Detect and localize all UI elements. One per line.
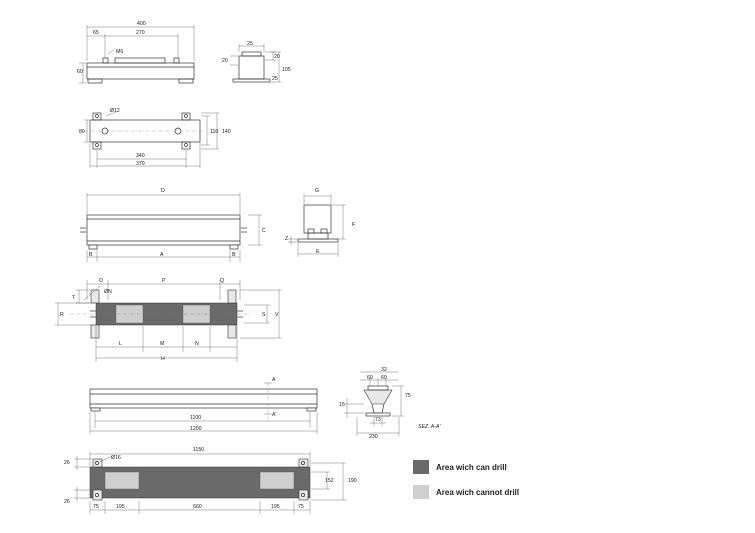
dim-N: N <box>195 341 199 347</box>
dim-75-left: 75 <box>93 504 99 510</box>
dim-L: L <box>119 341 122 347</box>
dim-60: 60 <box>77 69 83 75</box>
dim-O: O <box>99 278 103 284</box>
dim-N-diameter: ØN <box>104 289 112 295</box>
dim-C: C <box>262 228 266 234</box>
legend-label-can-drill: Area wich can drill <box>436 462 507 472</box>
dim-75-right: 75 <box>298 504 304 510</box>
view5-front-elevation <box>89 382 318 434</box>
legend-swatch-dark <box>413 460 429 474</box>
view1-side-elevation <box>230 44 281 83</box>
dim-105: 105 <box>282 67 291 73</box>
dim-60-right: 60 <box>381 375 387 381</box>
dim-20-right: 20 <box>274 54 280 60</box>
dim-1200: 1200 <box>190 426 202 432</box>
dim-80: 80 <box>79 129 85 135</box>
dim-E: E <box>316 249 320 255</box>
dim-195-right: 195 <box>271 504 280 510</box>
legend-can-drill: Area wich can drill <box>413 460 507 474</box>
label-m6: M6 <box>116 49 123 55</box>
dim-G: G <box>315 188 319 194</box>
dim-195-left: 195 <box>116 504 125 510</box>
dim-Z: Z <box>285 236 288 242</box>
dim-V: V <box>275 312 279 318</box>
dim-270: 270 <box>136 30 145 36</box>
view3-side-elevation <box>288 194 346 257</box>
dim-1150: 1150 <box>193 447 204 453</box>
dim-15: 15 <box>339 402 345 408</box>
dim-P: P <box>162 278 166 284</box>
legend-cannot-drill: Area wich cannot drill <box>413 485 519 499</box>
dim-Q: Q <box>220 278 224 284</box>
view5-section-A-A <box>344 371 404 436</box>
dim-20-left: 20 <box>222 58 228 64</box>
view4-plan <box>55 280 282 362</box>
dim-230: 230 <box>369 434 378 440</box>
dim-25-side: 25 <box>272 76 278 82</box>
section-mark-A-prime: A' <box>272 412 276 418</box>
dim-340: 340 <box>136 153 145 159</box>
view1-front-elevation <box>79 25 195 84</box>
dim-32: 32 <box>381 367 387 373</box>
dim-B-left: B <box>89 252 93 258</box>
dim-110: 110 <box>210 129 218 135</box>
dim-73: 73 <box>375 417 381 423</box>
dim-T: T <box>72 295 76 301</box>
dim-F: F <box>352 222 355 228</box>
dim-d12: Ø12 <box>110 108 120 114</box>
dim-1100: 1100 <box>190 415 201 421</box>
view6-plan <box>74 452 346 514</box>
view2-plan <box>84 111 219 168</box>
dim-152: 152 <box>325 478 334 484</box>
view3-front-elevation <box>80 193 262 262</box>
dim-R: R <box>60 312 64 318</box>
dim-65: 65 <box>93 30 99 36</box>
section-mark-A: A <box>272 377 276 383</box>
dim-400: 400 <box>137 21 146 27</box>
dim-660: 660 <box>193 504 202 510</box>
dim-60-left: 60 <box>367 375 373 381</box>
dim-25-top: 25 <box>247 41 253 47</box>
dim-D: D <box>161 188 165 194</box>
dim-140: 140 <box>222 129 231 135</box>
section-label: SEZ. A-A' <box>418 424 441 430</box>
dim-M: M <box>160 341 164 347</box>
legend-swatch-light <box>413 485 429 499</box>
dim-B-right: B <box>232 252 236 258</box>
dim-75: 75 <box>405 393 411 399</box>
legend-label-cannot-drill: Area wich cannot drill <box>436 487 520 497</box>
dim-26-bottom: 26 <box>64 499 70 505</box>
dim-d16: Ø16 <box>111 455 121 461</box>
dim-S: S <box>262 312 266 318</box>
dim-190: 190 <box>348 478 357 484</box>
dim-26-top: 26 <box>64 460 70 466</box>
dim-370: 370 <box>136 161 145 167</box>
dim-H: H <box>161 356 165 362</box>
dim-A: A <box>160 252 164 258</box>
